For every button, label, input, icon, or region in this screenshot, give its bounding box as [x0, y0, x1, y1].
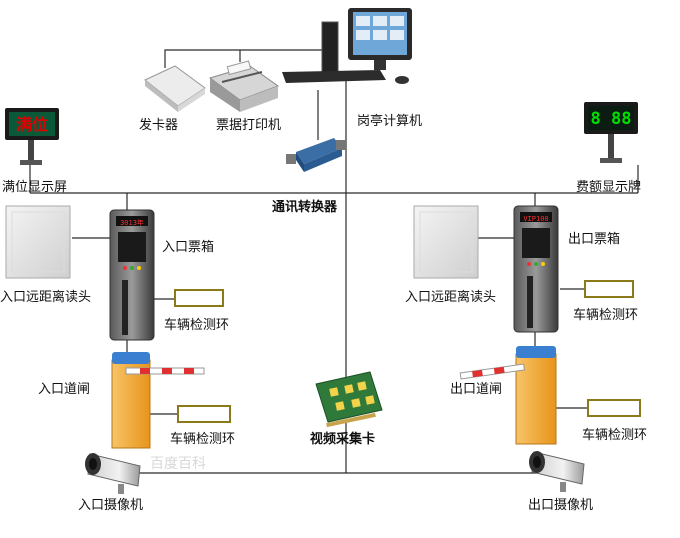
pc-mouse [395, 76, 409, 84]
label-exit-camera: 出口摄像机 [528, 498, 594, 513]
exit-long-reader-device [413, 205, 479, 279]
label-full-display: 满位显示屏 [2, 180, 68, 195]
label-entry-gate: 入口道闸 [38, 382, 91, 397]
label-exit-gate: 出口道闸 [450, 382, 503, 397]
video-capture-card-device [315, 371, 383, 428]
pc-keyboard [282, 70, 386, 83]
exit-box-led-text: VIP100 [523, 215, 548, 223]
label-vehicle-loop-1: 车辆检测环 [164, 318, 230, 333]
label-ticket-printer: 票据打印机 [216, 118, 282, 133]
label-exit-ticket-box: 出口票箱 [568, 232, 621, 247]
vehicle-loop-4-device [587, 399, 641, 417]
pc-stand [374, 60, 386, 70]
label-vehicle-loop-2: 车辆检测环 [573, 308, 639, 323]
card-issuer-device [144, 65, 206, 112]
entry-long-reader-device [5, 205, 71, 279]
vehicle-loop-3-device [177, 405, 231, 423]
fee-display: 8 88 [584, 102, 638, 163]
entry-ticket-box-device: 3013年 [109, 209, 155, 341]
entry-box-led-text: 3013年 [120, 218, 144, 227]
label-entry-camera: 入口摄像机 [78, 498, 144, 513]
label-video-card: 视频采集卡 [310, 432, 376, 447]
fee-sign-text: 8 88 [591, 109, 632, 129]
video-card-chips [329, 381, 375, 411]
watermark: 百度百科 [150, 456, 206, 472]
exit-ticket-box-device: VIP100 [513, 205, 559, 333]
full-sign-text: 满位 [16, 115, 48, 134]
label-fee-display: 费额显示牌 [576, 180, 642, 195]
label-vehicle-loop-3: 车辆检测环 [170, 432, 236, 447]
label-comm-converter: 通讯转换器 [272, 200, 338, 215]
comm-converter-device [286, 138, 346, 172]
entry-camera-device [85, 453, 141, 494]
entry-gate-device [111, 352, 205, 449]
booth-computer [282, 8, 412, 84]
label-card-issuer: 发卡器 [139, 118, 179, 133]
vehicle-loop-1-device [174, 289, 224, 307]
exit-camera-device [529, 451, 585, 492]
vehicle-loop-2-device [584, 280, 634, 298]
ticket-printer-device [208, 60, 280, 112]
entry-gate-arm [125, 367, 205, 375]
label-exit-long-reader: 入口远距离读头 [405, 290, 497, 305]
exit-gate-arm [459, 363, 525, 380]
full-space-display: 满位 [5, 108, 59, 165]
pc-screen-tiles [356, 16, 404, 40]
exit-gate-device [459, 346, 557, 445]
pc-tower [321, 21, 339, 75]
label-entry-long-reader: 入口远距离读头 [0, 290, 92, 305]
label-entry-ticket-box: 入口票箱 [162, 240, 215, 255]
line-top-bus [164, 49, 325, 68]
label-booth-computer: 岗亭计算机 [357, 114, 423, 129]
label-vehicle-loop-4: 车辆检测环 [582, 428, 648, 443]
